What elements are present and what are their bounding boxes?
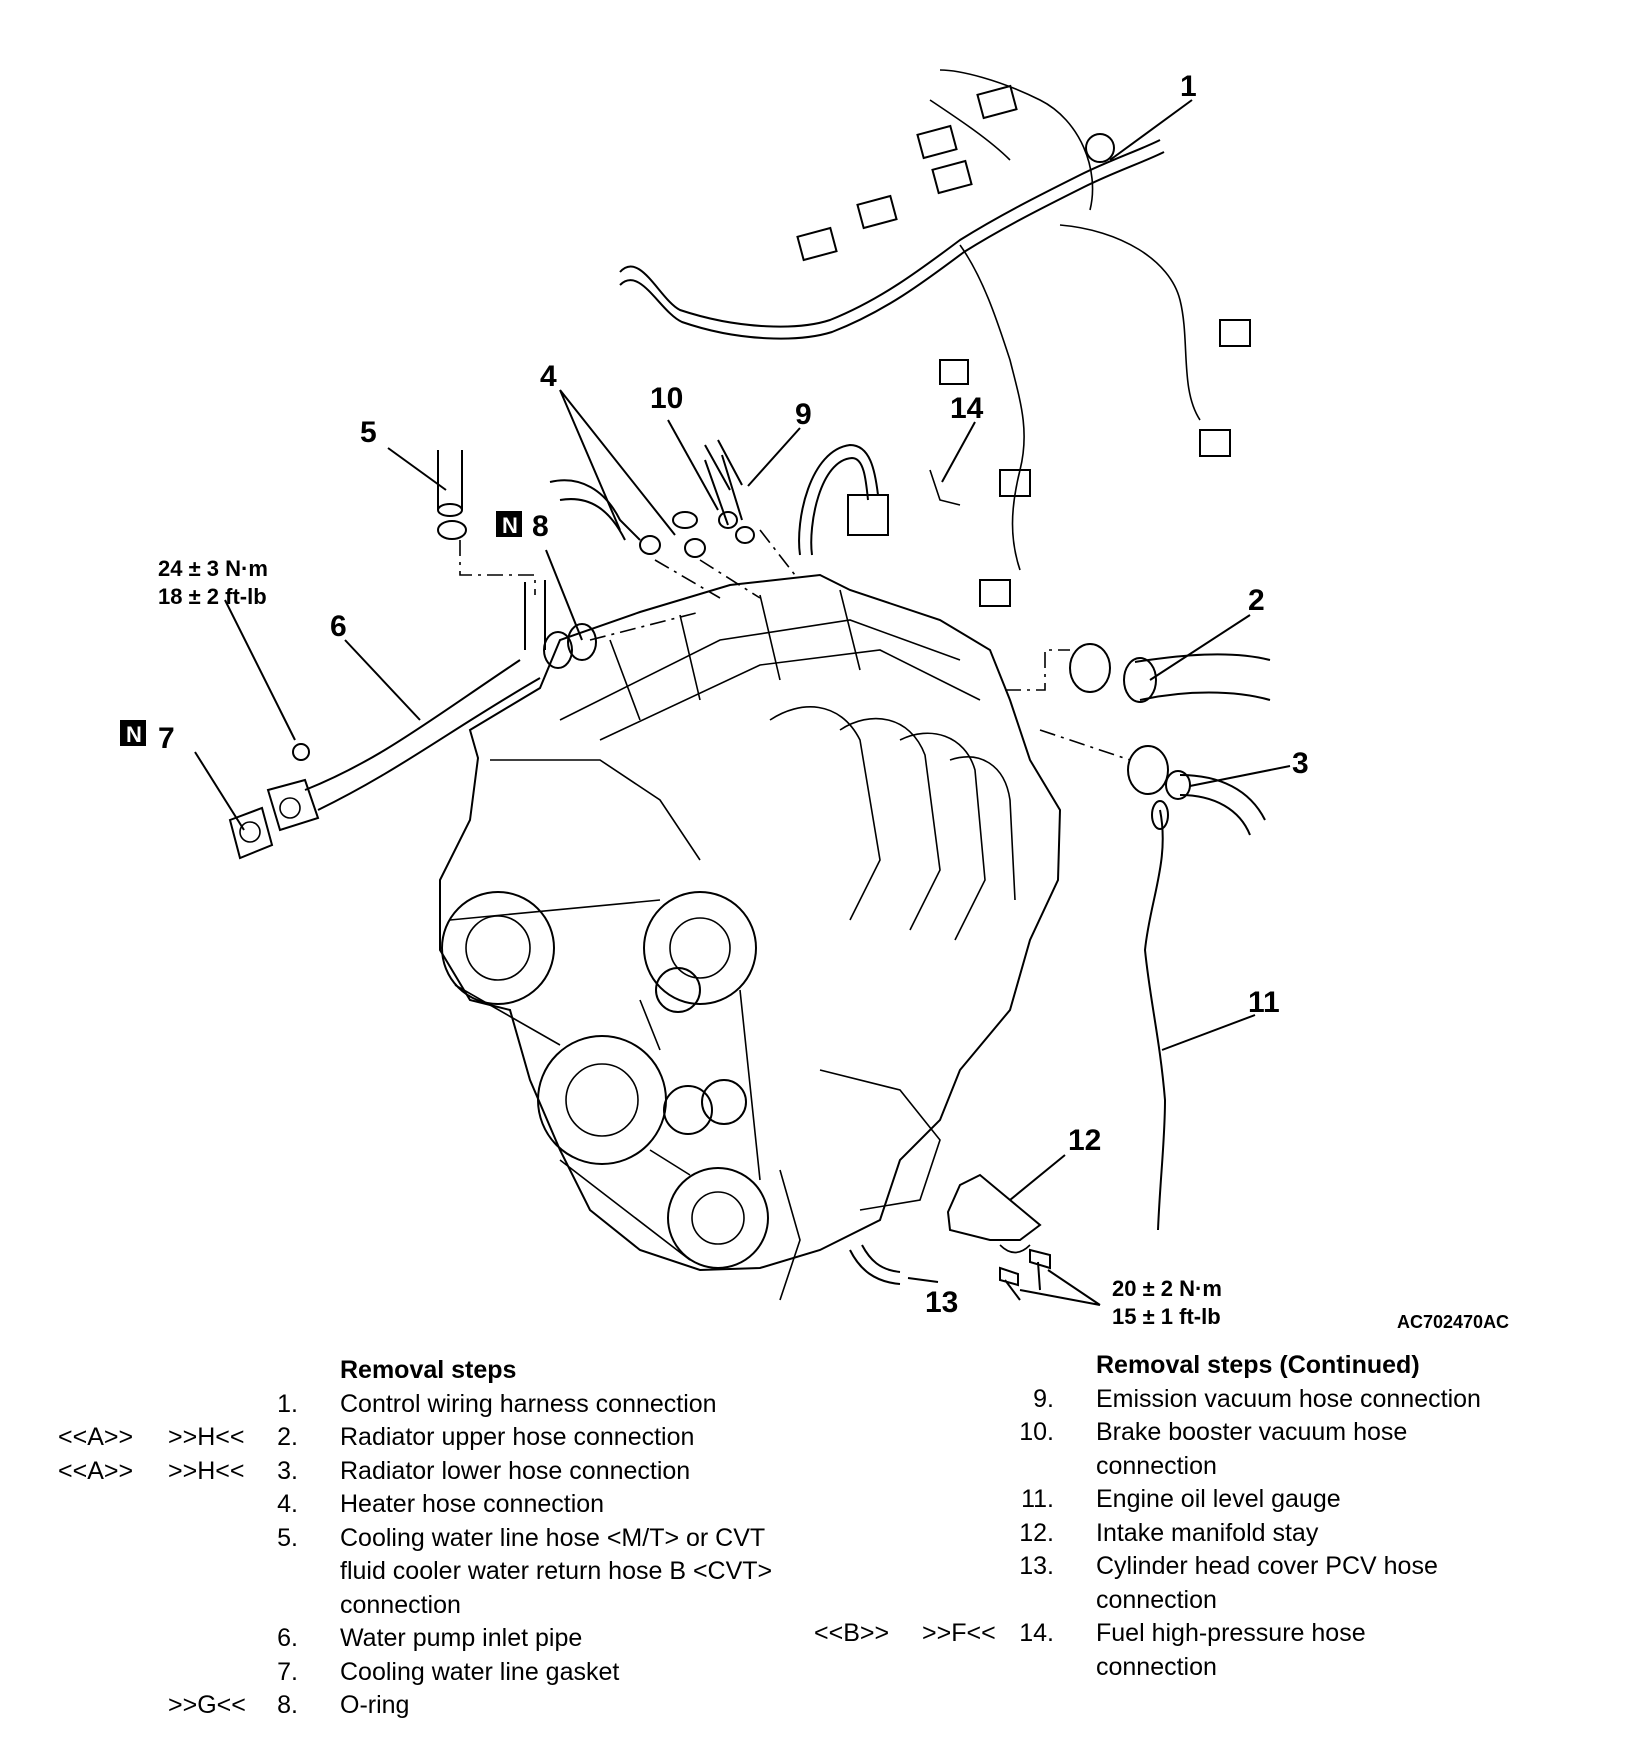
step-number: 10. <box>1019 1418 1054 1446</box>
step-number: 12. <box>1019 1518 1054 1547</box>
step-row: <<A>> >>H<< 3. Radiator lower hose conne… <box>0 1455 820 1489</box>
step-text: Brake booster vacuum hose connection <box>1096 1418 1408 1480</box>
removal-steps-right: Removal steps (Continued) 9. Emission va… <box>800 1349 1620 1684</box>
step-row: 6. Water pump inlet pipe <box>0 1622 820 1656</box>
marker-removal: <<B>> <box>814 1619 890 1647</box>
figure-id: AC702470AC <box>1397 1312 1509 1332</box>
step-text: Fuel high-pressure hose connection <box>1096 1619 1366 1681</box>
callout-13: 13 <box>925 1286 958 1319</box>
callout-5: 5 <box>360 416 377 449</box>
leader-lines <box>194 99 1291 1306</box>
step-row: 9. Emission vacuum hose connection <box>800 1383 1620 1417</box>
step-row: 1. Control wiring harness connection <box>0 1388 820 1422</box>
step-text: Emission vacuum hose connection <box>1096 1384 1481 1413</box>
removal-steps-continued-heading: Removal steps (Continued) <box>1096 1351 1420 1379</box>
marker-removal: <<A>> <box>58 1423 134 1451</box>
parts-illustration <box>228 439 1271 1301</box>
step-number: 5. <box>277 1523 298 1552</box>
step-number: 9. <box>1033 1384 1054 1413</box>
marker-installation: >>G<< <box>168 1691 246 1719</box>
callout-9: 9 <box>795 398 812 431</box>
callout-3: 3 <box>1292 747 1309 780</box>
step-row: 4. Heater hose connection <box>0 1488 820 1522</box>
step-text: Intake manifold stay <box>1096 1518 1319 1547</box>
step-text: Cooling water line hose <M/T> or CVT flu… <box>340 1523 773 1619</box>
svg-text:N: N <box>502 513 518 538</box>
step-number: 13. <box>1019 1552 1054 1580</box>
torque-spec-b-imperial: 15 ± 1 ft-lb <box>1112 1304 1221 1329</box>
engine-illustration <box>439 573 1062 1301</box>
step-text: Engine oil level gauge <box>1096 1485 1341 1513</box>
step-text: Cooling water line gasket <box>340 1657 620 1686</box>
alignment-lines <box>459 529 1131 761</box>
step-number: 8. <box>277 1691 298 1719</box>
callout-14: 14 <box>950 392 984 425</box>
removal-steps-left: Removal steps 1. Control wiring harness … <box>0 1354 820 1723</box>
step-text: Cylinder head cover PCV hose connection <box>1096 1552 1438 1614</box>
torque-spec-b-metric: 20 ± 2 N·m <box>1112 1276 1222 1301</box>
step-number: 6. <box>277 1624 298 1652</box>
step-row: >>G<< 8. O-ring <box>0 1689 820 1723</box>
badge-n-7: N <box>120 720 146 747</box>
step-number: 4. <box>277 1490 298 1518</box>
callout-8: 8 <box>532 510 549 543</box>
callout-6: 6 <box>330 610 347 643</box>
marker-installation: >>H<< <box>168 1423 245 1451</box>
badge-n-8: N <box>496 511 522 538</box>
step-text: Heater hose connection <box>340 1490 605 1518</box>
step-text: Radiator upper hose connection <box>340 1423 695 1451</box>
step-row: 11. Engine oil level gauge <box>800 1483 1620 1517</box>
callout-10: 10 <box>650 382 683 415</box>
step-row: 12. Intake manifold stay <box>800 1517 1620 1551</box>
step-number: 14. <box>1019 1619 1054 1647</box>
step-number: 11. <box>1021 1485 1054 1513</box>
step-text: O-ring <box>340 1691 410 1719</box>
step-row: 5. Cooling water line hose <M/T> or CVT … <box>0 1522 820 1623</box>
step-number: 3. <box>277 1456 298 1485</box>
marker-installation: >>F<< <box>922 1619 996 1647</box>
callout-12: 12 <box>1068 1124 1101 1157</box>
callouts: 1 2 3 4 5 6 7 8 9 10 11 12 13 14 <box>158 70 1309 1319</box>
step-row: <<B>> >>F<< 14. Fuel high-pressure hose … <box>800 1617 1620 1684</box>
callout-11: 11 <box>1248 986 1280 1019</box>
callout-7: 7 <box>158 722 175 755</box>
marker-installation: >>H<< <box>168 1456 245 1485</box>
step-row: <<A>> >>H<< 2. Radiator upper hose conne… <box>0 1421 820 1455</box>
callout-2: 2 <box>1248 584 1265 617</box>
wiring-harness <box>619 69 1251 607</box>
step-number: 7. <box>277 1657 298 1686</box>
removal-steps-heading: Removal steps <box>340 1356 517 1384</box>
torque-spec-a-metric: 24 ± 3 N·m <box>158 556 268 581</box>
torque-spec-a-imperial: 18 ± 2 ft-lb <box>158 584 267 609</box>
callout-1: 1 <box>1180 70 1197 103</box>
step-text: Control wiring harness connection <box>340 1389 717 1418</box>
svg-text:N: N <box>126 722 142 747</box>
step-number: 2. <box>277 1423 298 1451</box>
step-row: 7. Cooling water line gasket <box>0 1656 820 1690</box>
step-row: 10. Brake booster vacuum hose connection <box>800 1416 1620 1483</box>
callout-4: 4 <box>540 360 557 393</box>
step-text: Water pump inlet pipe <box>340 1624 583 1652</box>
step-number: 1. <box>277 1389 298 1418</box>
step-text: Radiator lower hose connection <box>340 1456 691 1485</box>
marker-removal: <<A>> <box>58 1456 134 1485</box>
step-row: 13. Cylinder head cover PCV hose connect… <box>800 1550 1620 1617</box>
